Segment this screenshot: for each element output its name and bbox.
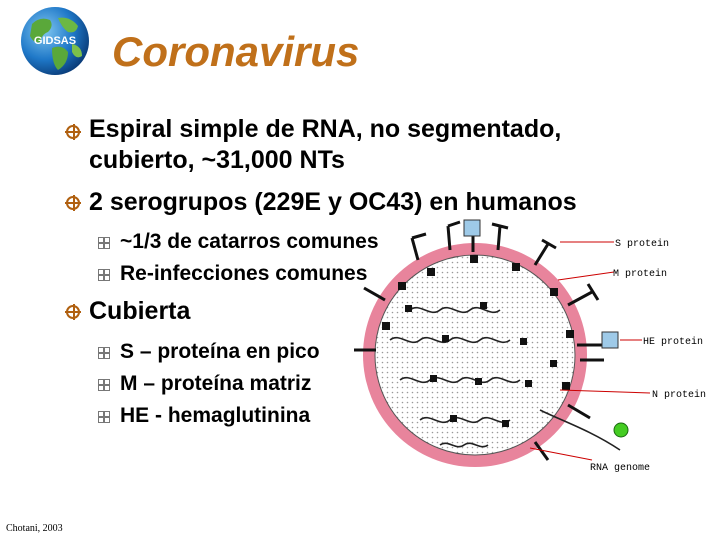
- gidsas-globe-logo: GIDSAS: [21, 7, 89, 75]
- coronavirus-diagram: S protein M protein HE protein N protein…: [354, 219, 706, 474]
- sub-bullet-icon: [98, 411, 110, 423]
- sub-bullet-icon: [98, 269, 110, 281]
- sub-bullet-m-protein: M – proteína matriz: [120, 372, 312, 395]
- bullet-icon: [65, 304, 81, 320]
- sub-bullet-he: HE - hemaglutinina: [120, 404, 311, 427]
- rna-genome-coils: [389, 306, 621, 451]
- label-m-protein: M protein: [613, 268, 667, 280]
- he-proteins: [463, 219, 619, 349]
- bullet-icon: [65, 195, 81, 211]
- sub-bullet-icon: [98, 237, 110, 249]
- label-rna-genome: RNA genome: [590, 463, 650, 474]
- sub-bullet-reinfecciones: Re-infecciones comunes: [120, 262, 368, 285]
- bullet-cubierta: Cubierta: [89, 297, 191, 325]
- n-proteins: [405, 302, 557, 427]
- sub-bullet-icon: [98, 379, 110, 391]
- page-title: Coronavirus: [112, 28, 360, 75]
- sub-bullet-s-protein: S – proteína en pico: [120, 340, 320, 363]
- bullet-serogroups: 2 serogrupos (229E y OC43) en humanos: [89, 188, 577, 216]
- m-proteins: [382, 255, 574, 390]
- s-spikes: [354, 220, 604, 461]
- rna-end-dot: [613, 422, 629, 438]
- sub-bullet-icon: [98, 347, 110, 359]
- sub-bullet-catarros: ~1/3 de catarros comunes: [120, 230, 379, 253]
- credit-text: Chotani, 2003: [6, 523, 63, 534]
- bullet-rna-line1: Espiral simple de RNA, no segmentado,: [89, 115, 562, 143]
- label-leader-lines: [529, 241, 651, 461]
- label-n-protein: N protein: [652, 389, 706, 401]
- label-s-protein: S protein: [615, 238, 669, 250]
- logo-text: GIDSAS: [34, 35, 76, 47]
- label-he-protein: HE protein: [643, 336, 703, 348]
- bullet-rna-line2: cubierto, ~31,000 NTs: [89, 146, 345, 174]
- bullet-icon: [65, 124, 81, 140]
